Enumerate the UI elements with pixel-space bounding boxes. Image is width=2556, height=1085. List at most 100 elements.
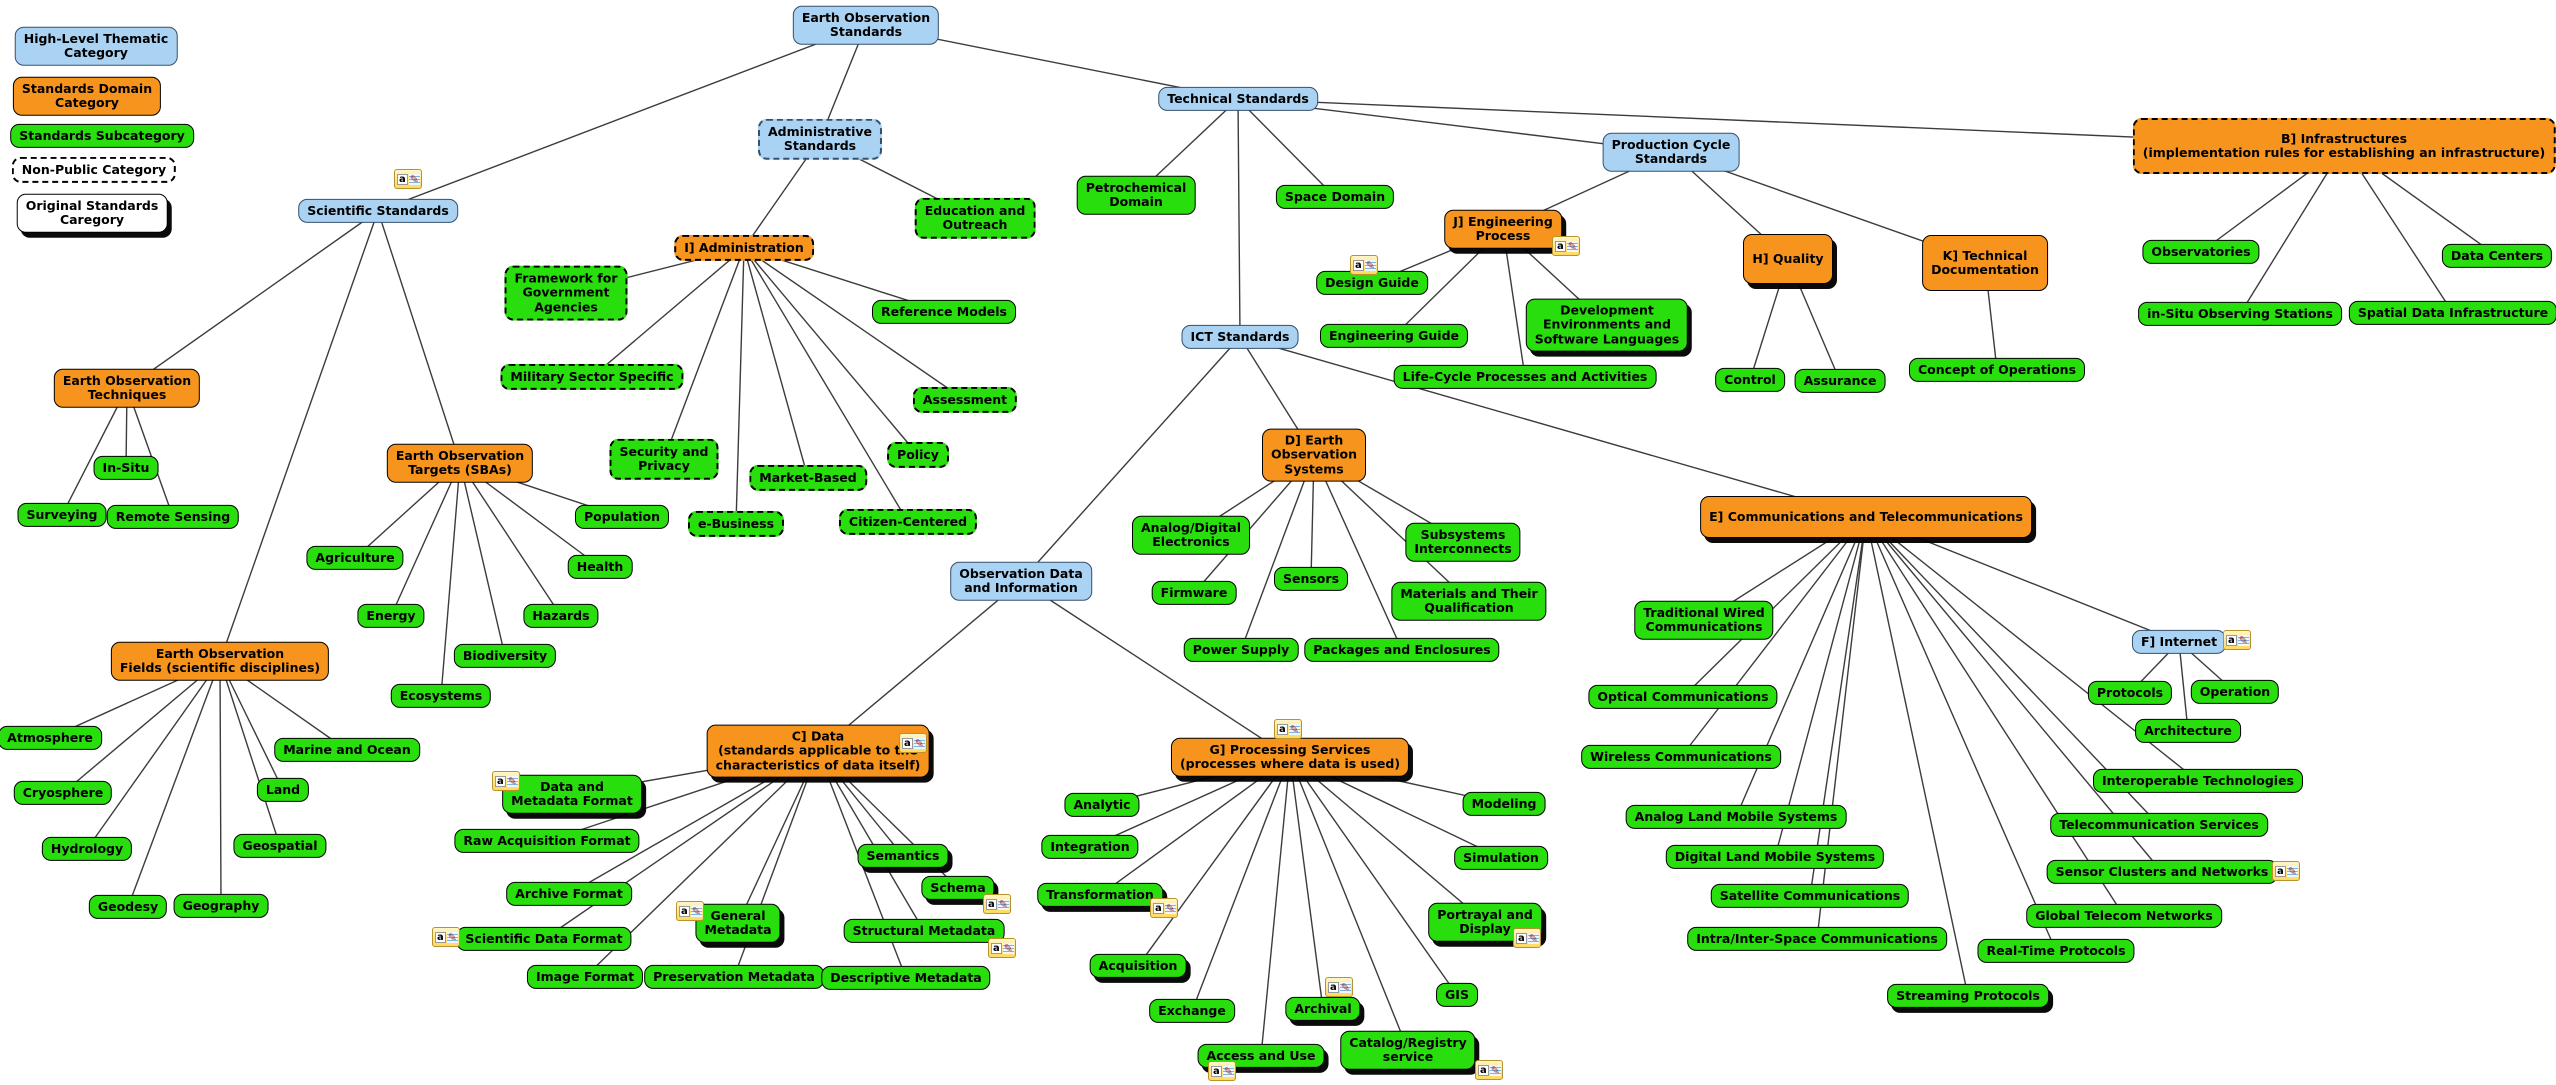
node-technical-standards[interactable]: Technical Standards: [1158, 86, 1318, 112]
node-e-communications[interactable]: E] Communications and Telecommunications: [1700, 496, 2032, 538]
node-assurance[interactable]: Assurance: [1794, 368, 1886, 394]
node-f-internet[interactable]: F] Internet: [2131, 629, 2227, 655]
annotation-note-icon-portrayal-and-display[interactable]: a✎: [1513, 928, 1541, 948]
annotation-note-icon-general-metadata[interactable]: a✎: [676, 901, 704, 921]
node-analytic[interactable]: Analytic: [1064, 792, 1140, 818]
annotation-note-icon-catalog-registry-service[interactable]: a✎: [1475, 1060, 1503, 1080]
node-optical-communications[interactable]: Optical Communications: [1588, 684, 1778, 710]
node-ict-standards[interactable]: ICT Standards: [1181, 324, 1299, 350]
node-remote-sensing[interactable]: Remote Sensing: [106, 504, 240, 530]
node-acquisition[interactable]: Acquisition: [1089, 953, 1187, 979]
annotation-note-icon-scientific-standards[interactable]: a✎: [394, 169, 422, 189]
node-legend-thematic[interactable]: High-Level Thematic Category: [14, 26, 178, 66]
node-population[interactable]: Population: [574, 504, 670, 530]
annotation-note-icon-data-and-metadata-format[interactable]: a✎: [492, 771, 520, 791]
node-energy[interactable]: Energy: [357, 603, 425, 629]
node-archive-format[interactable]: Archive Format: [506, 881, 632, 907]
annotation-note-icon-sensor-clusters-and-networks[interactable]: a✎: [2272, 861, 2300, 881]
node-legend-subcategory[interactable]: Standards Subcategory: [10, 123, 194, 149]
node-data-centers[interactable]: Data Centers: [2441, 243, 2553, 269]
node-spatial-data-infrastructure[interactable]: Spatial Data Infrastructure: [2348, 300, 2556, 326]
annotation-note-icon-transformation[interactable]: a✎: [1150, 898, 1178, 918]
node-j-engineering-process[interactable]: J] Engineering Process: [1444, 209, 1562, 249]
node-schema[interactable]: Schema: [921, 875, 995, 901]
node-modeling[interactable]: Modeling: [1462, 791, 1546, 817]
node-engineering-guide[interactable]: Engineering Guide: [1319, 323, 1469, 349]
node-i-administration[interactable]: I] Administration: [674, 234, 814, 262]
annotation-note-icon-f-internet[interactable]: a✎: [2223, 630, 2251, 650]
node-catalog-registry-service[interactable]: Catalog/Registry service: [1340, 1030, 1476, 1070]
node-access-and-use[interactable]: Access and Use: [1197, 1043, 1325, 1069]
node-architecture[interactable]: Architecture: [2135, 718, 2241, 744]
node-market-based[interactable]: Market-Based: [749, 464, 867, 492]
node-intra-inter-space-communications[interactable]: Intra/Inter-Space Communications: [1687, 926, 1947, 952]
node-control[interactable]: Control: [1715, 367, 1785, 393]
node-data-and-metadata-format[interactable]: Data and Metadata Format: [502, 774, 642, 814]
node-geography[interactable]: Geography: [173, 893, 269, 919]
annotation-note-icon-structural-metadata[interactable]: a✎: [988, 938, 1016, 958]
node-policy[interactable]: Policy: [887, 441, 949, 469]
node-raw-acquisition-format[interactable]: Raw Acquisition Format: [454, 828, 640, 854]
annotation-note-icon-scientific-data-format[interactable]: a✎: [432, 927, 460, 947]
node-earth-observation-techniques[interactable]: Earth Observation Techniques: [53, 368, 201, 408]
node-security-and-privacy[interactable]: Security and Privacy: [609, 438, 719, 480]
node-real-time-protocols[interactable]: Real-Time Protocols: [1977, 938, 2135, 964]
annotation-note-icon-design-guide[interactable]: a✎: [1350, 255, 1378, 275]
node-legend-domain[interactable]: Standards Domain Category: [12, 76, 162, 116]
node-satellite-communications[interactable]: Satellite Communications: [1710, 883, 1910, 909]
node-observatories[interactable]: Observatories: [2142, 239, 2260, 265]
node-traditional-wired-communications[interactable]: Traditional Wired Communications: [1634, 600, 1774, 640]
node-packages-and-enclosures[interactable]: Packages and Enclosures: [1304, 637, 1500, 663]
node-e-business[interactable]: e-Business: [687, 510, 785, 538]
node-global-telecom-networks[interactable]: Global Telecom Networks: [2026, 903, 2222, 929]
node-petrochemical-domain[interactable]: Petrochemical Domain: [1076, 175, 1196, 215]
node-education-and-outreach[interactable]: Education and Outreach: [914, 197, 1036, 239]
node-design-guide[interactable]: Design Guide: [1316, 270, 1428, 296]
node-agriculture[interactable]: Agriculture: [306, 545, 404, 571]
node-biodiversity[interactable]: Biodiversity: [453, 643, 557, 669]
node-protocols[interactable]: Protocols: [2087, 680, 2173, 706]
node-military-sector-specific[interactable]: Military Sector Specific: [500, 363, 684, 391]
node-power-supply[interactable]: Power Supply: [1183, 637, 1299, 663]
node-subsystems-interconnects[interactable]: Subsystems Interconnects: [1405, 522, 1521, 562]
node-scientific-data-format[interactable]: Scientific Data Format: [456, 926, 632, 952]
node-interoperable-technologies[interactable]: Interoperable Technologies: [2092, 768, 2304, 794]
node-sensors[interactable]: Sensors: [1273, 566, 1349, 592]
node-development-environments[interactable]: Development Environments and Software La…: [1525, 298, 1689, 352]
node-in-situ-observing-stations[interactable]: in-Situ Observing Stations: [2138, 301, 2342, 327]
node-operation[interactable]: Operation: [2190, 679, 2280, 705]
node-framework-for-government-agencies[interactable]: Framework for Government Agencies: [504, 265, 628, 321]
node-legend-original[interactable]: Original Standards Caregory: [16, 193, 168, 233]
node-production-cycle-standards[interactable]: Production Cycle Standards: [1602, 132, 1740, 172]
node-b-infrastructures[interactable]: B] Infrastructures (implementation rules…: [2132, 118, 2556, 174]
node-gis[interactable]: GIS: [1436, 982, 1478, 1008]
node-ecosystems[interactable]: Ecosystems: [390, 683, 492, 709]
node-semantics[interactable]: Semantics: [857, 843, 949, 869]
node-health[interactable]: Health: [567, 554, 633, 580]
node-descriptive-metadata[interactable]: Descriptive Metadata: [821, 965, 991, 991]
node-hazards[interactable]: Hazards: [523, 603, 599, 629]
node-digital-land-mobile-systems[interactable]: Digital Land Mobile Systems: [1665, 844, 1885, 870]
node-general-metadata[interactable]: General Metadata: [695, 903, 781, 943]
node-life-cycle-processes[interactable]: Life-Cycle Processes and Activities: [1393, 364, 1657, 390]
node-administrative-standards[interactable]: Administrative Standards: [757, 118, 883, 160]
node-geospatial[interactable]: Geospatial: [233, 833, 327, 859]
annotation-note-icon-g-processing-services[interactable]: a✎: [1274, 719, 1302, 739]
node-earth-observation-targets[interactable]: Earth Observation Targets (SBAs): [386, 443, 534, 483]
node-firmware[interactable]: Firmware: [1151, 580, 1237, 606]
node-sensor-clusters-and-networks[interactable]: Sensor Clusters and Networks: [2046, 859, 2278, 885]
node-structural-metadata[interactable]: Structural Metadata: [843, 918, 1005, 944]
node-reference-models[interactable]: Reference Models: [872, 299, 1016, 325]
node-marine-and-ocean[interactable]: Marine and Ocean: [274, 737, 420, 763]
node-h-quality[interactable]: H] Quality: [1743, 234, 1833, 284]
node-streaming-protocols[interactable]: Streaming Protocols: [1887, 983, 2049, 1009]
annotation-note-icon-j-engineering-process[interactable]: a✎: [1552, 236, 1580, 256]
node-analog-land-mobile-systems[interactable]: Analog Land Mobile Systems: [1625, 804, 1847, 830]
node-wireless-communications[interactable]: Wireless Communications: [1581, 744, 1781, 770]
node-atmosphere[interactable]: Atmosphere: [0, 725, 102, 751]
node-assessment[interactable]: Assessment: [912, 386, 1018, 414]
node-preservation-metadata[interactable]: Preservation Metadata: [644, 964, 824, 990]
annotation-note-icon-archival[interactable]: a✎: [1325, 977, 1353, 997]
annotation-note-icon-access-and-use[interactable]: a✎: [1208, 1061, 1236, 1081]
node-telecommunication-services[interactable]: Telecommunication Services: [2050, 812, 2268, 838]
